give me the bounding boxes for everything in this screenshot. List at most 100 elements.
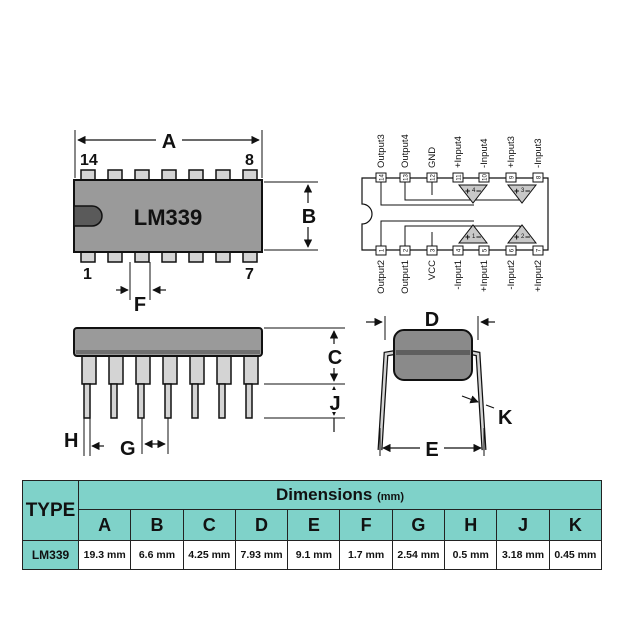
minus-sign: − [525, 232, 530, 242]
side-leg [245, 383, 253, 419]
pin-number: 14 [380, 174, 386, 181]
pin-7-label: 7 [245, 266, 254, 283]
comparator-number: 3 [521, 188, 525, 194]
pin-number: 1 [380, 248, 386, 252]
column-header-f: F [339, 509, 393, 541]
pin-number: 10 [483, 174, 489, 181]
dim-k-label: K [498, 407, 513, 429]
dim-h-label: H [64, 430, 78, 452]
side-leg-shoulder [81, 353, 97, 385]
side-leg [218, 383, 226, 419]
pin-number: 13 [404, 174, 410, 181]
type-cell: LM339 [22, 540, 79, 570]
pinout-body [361, 177, 549, 251]
plus-sign: + [514, 232, 519, 242]
pinout-comparators: +−4+−3+−1+−2 [457, 184, 538, 244]
dimension-value-cell: 2.54 mm [391, 540, 446, 570]
side-leg [191, 383, 199, 419]
comparator-symbol [506, 184, 538, 204]
pin-name-label: +Input1 [479, 260, 490, 292]
dim-k-arrow [461, 395, 479, 404]
pin-number: 9 [510, 175, 516, 179]
pin-14-label: 14 [80, 152, 98, 169]
dimensions-title: Dimensions [276, 485, 373, 504]
comparator-symbol [457, 184, 489, 204]
column-header-k: K [548, 509, 603, 541]
pin-number: 2 [404, 248, 410, 252]
chip-body-top [73, 179, 263, 253]
comparator-number: 2 [521, 234, 525, 240]
column-header-a: A [77, 509, 132, 541]
minus-sign: − [476, 186, 481, 196]
column-header-h: H [444, 509, 498, 541]
dim-j-label: J [329, 393, 340, 415]
comparator-symbol [506, 224, 538, 244]
pin-name-label: -Input4 [479, 138, 490, 168]
pin-name-label: +Input4 [453, 136, 464, 168]
side-leg [110, 383, 118, 419]
dim-f-label: F [134, 294, 146, 316]
dimension-value-cell: 4.25 mm [182, 540, 236, 570]
column-header-e: E [287, 509, 341, 541]
pin-name-label: Output4 [400, 134, 411, 168]
plus-sign: + [514, 186, 519, 196]
dimension-value-cell: 7.93 mm [234, 540, 289, 570]
end-view: D E K [366, 309, 513, 461]
dim-e-label: E [425, 439, 438, 461]
chip-body-side [73, 327, 263, 357]
pin-box [452, 172, 464, 183]
pin-1-label: 1 [83, 266, 92, 283]
pin-box [505, 172, 517, 183]
chip-part-label: LM339 [134, 205, 202, 230]
minus-sign: − [525, 186, 530, 196]
side-leg [137, 383, 145, 419]
side-view-legs [81, 353, 259, 419]
pin-name-label: Output2 [376, 260, 387, 294]
dim-g-label: G [120, 438, 136, 460]
pin-number: 8 [537, 175, 543, 179]
pin-number: 3 [431, 248, 437, 252]
column-header-g: G [391, 509, 446, 541]
dimensions-title-cell: Dimensions (mm) [78, 480, 602, 510]
pin-name-label: -Input1 [453, 260, 464, 290]
top-view: A 14 8 1 7 LM339 B F [73, 128, 319, 316]
pin-number: 5 [483, 248, 489, 252]
minus-sign: − [476, 232, 481, 242]
column-header-j: J [496, 509, 550, 541]
lm339-package-diagram: A 14 8 1 7 LM339 B F C [64, 128, 549, 461]
pin-box [532, 172, 544, 183]
pin-name-label: Output1 [400, 260, 411, 294]
pin-number: 12 [431, 174, 437, 181]
pin-name-label: +Input2 [533, 260, 544, 292]
dim-b-label: B [302, 206, 316, 228]
dim-a-label: A [162, 131, 176, 153]
dimensions-unit: (mm) [377, 491, 404, 503]
side-leg-shoulder [135, 353, 151, 385]
dimension-value-cell: 9.1 mm [287, 540, 341, 570]
column-header-d: D [234, 509, 289, 541]
side-leg-shoulder [189, 353, 205, 385]
side-leg-shoulder [108, 353, 124, 385]
plus-sign: + [465, 232, 470, 242]
type-header: TYPE [22, 480, 79, 541]
column-header-b: B [130, 509, 184, 541]
dim-d-label: D [425, 309, 439, 331]
pin-box [452, 245, 464, 256]
dimension-value-cell: 6.6 mm [130, 540, 184, 570]
dim-c-label: C [328, 347, 342, 369]
dimension-value-cell: 1.7 mm [339, 540, 393, 570]
side-leg [164, 383, 172, 419]
side-leg-shoulder [216, 353, 232, 385]
pin-name-label: -Input2 [506, 260, 517, 290]
comparator-number: 1 [472, 234, 476, 240]
pin-box [532, 245, 544, 256]
dimension-value-cell: 0.5 mm [444, 540, 498, 570]
pin-box [478, 245, 490, 256]
pin-name-label: GND [427, 147, 438, 168]
